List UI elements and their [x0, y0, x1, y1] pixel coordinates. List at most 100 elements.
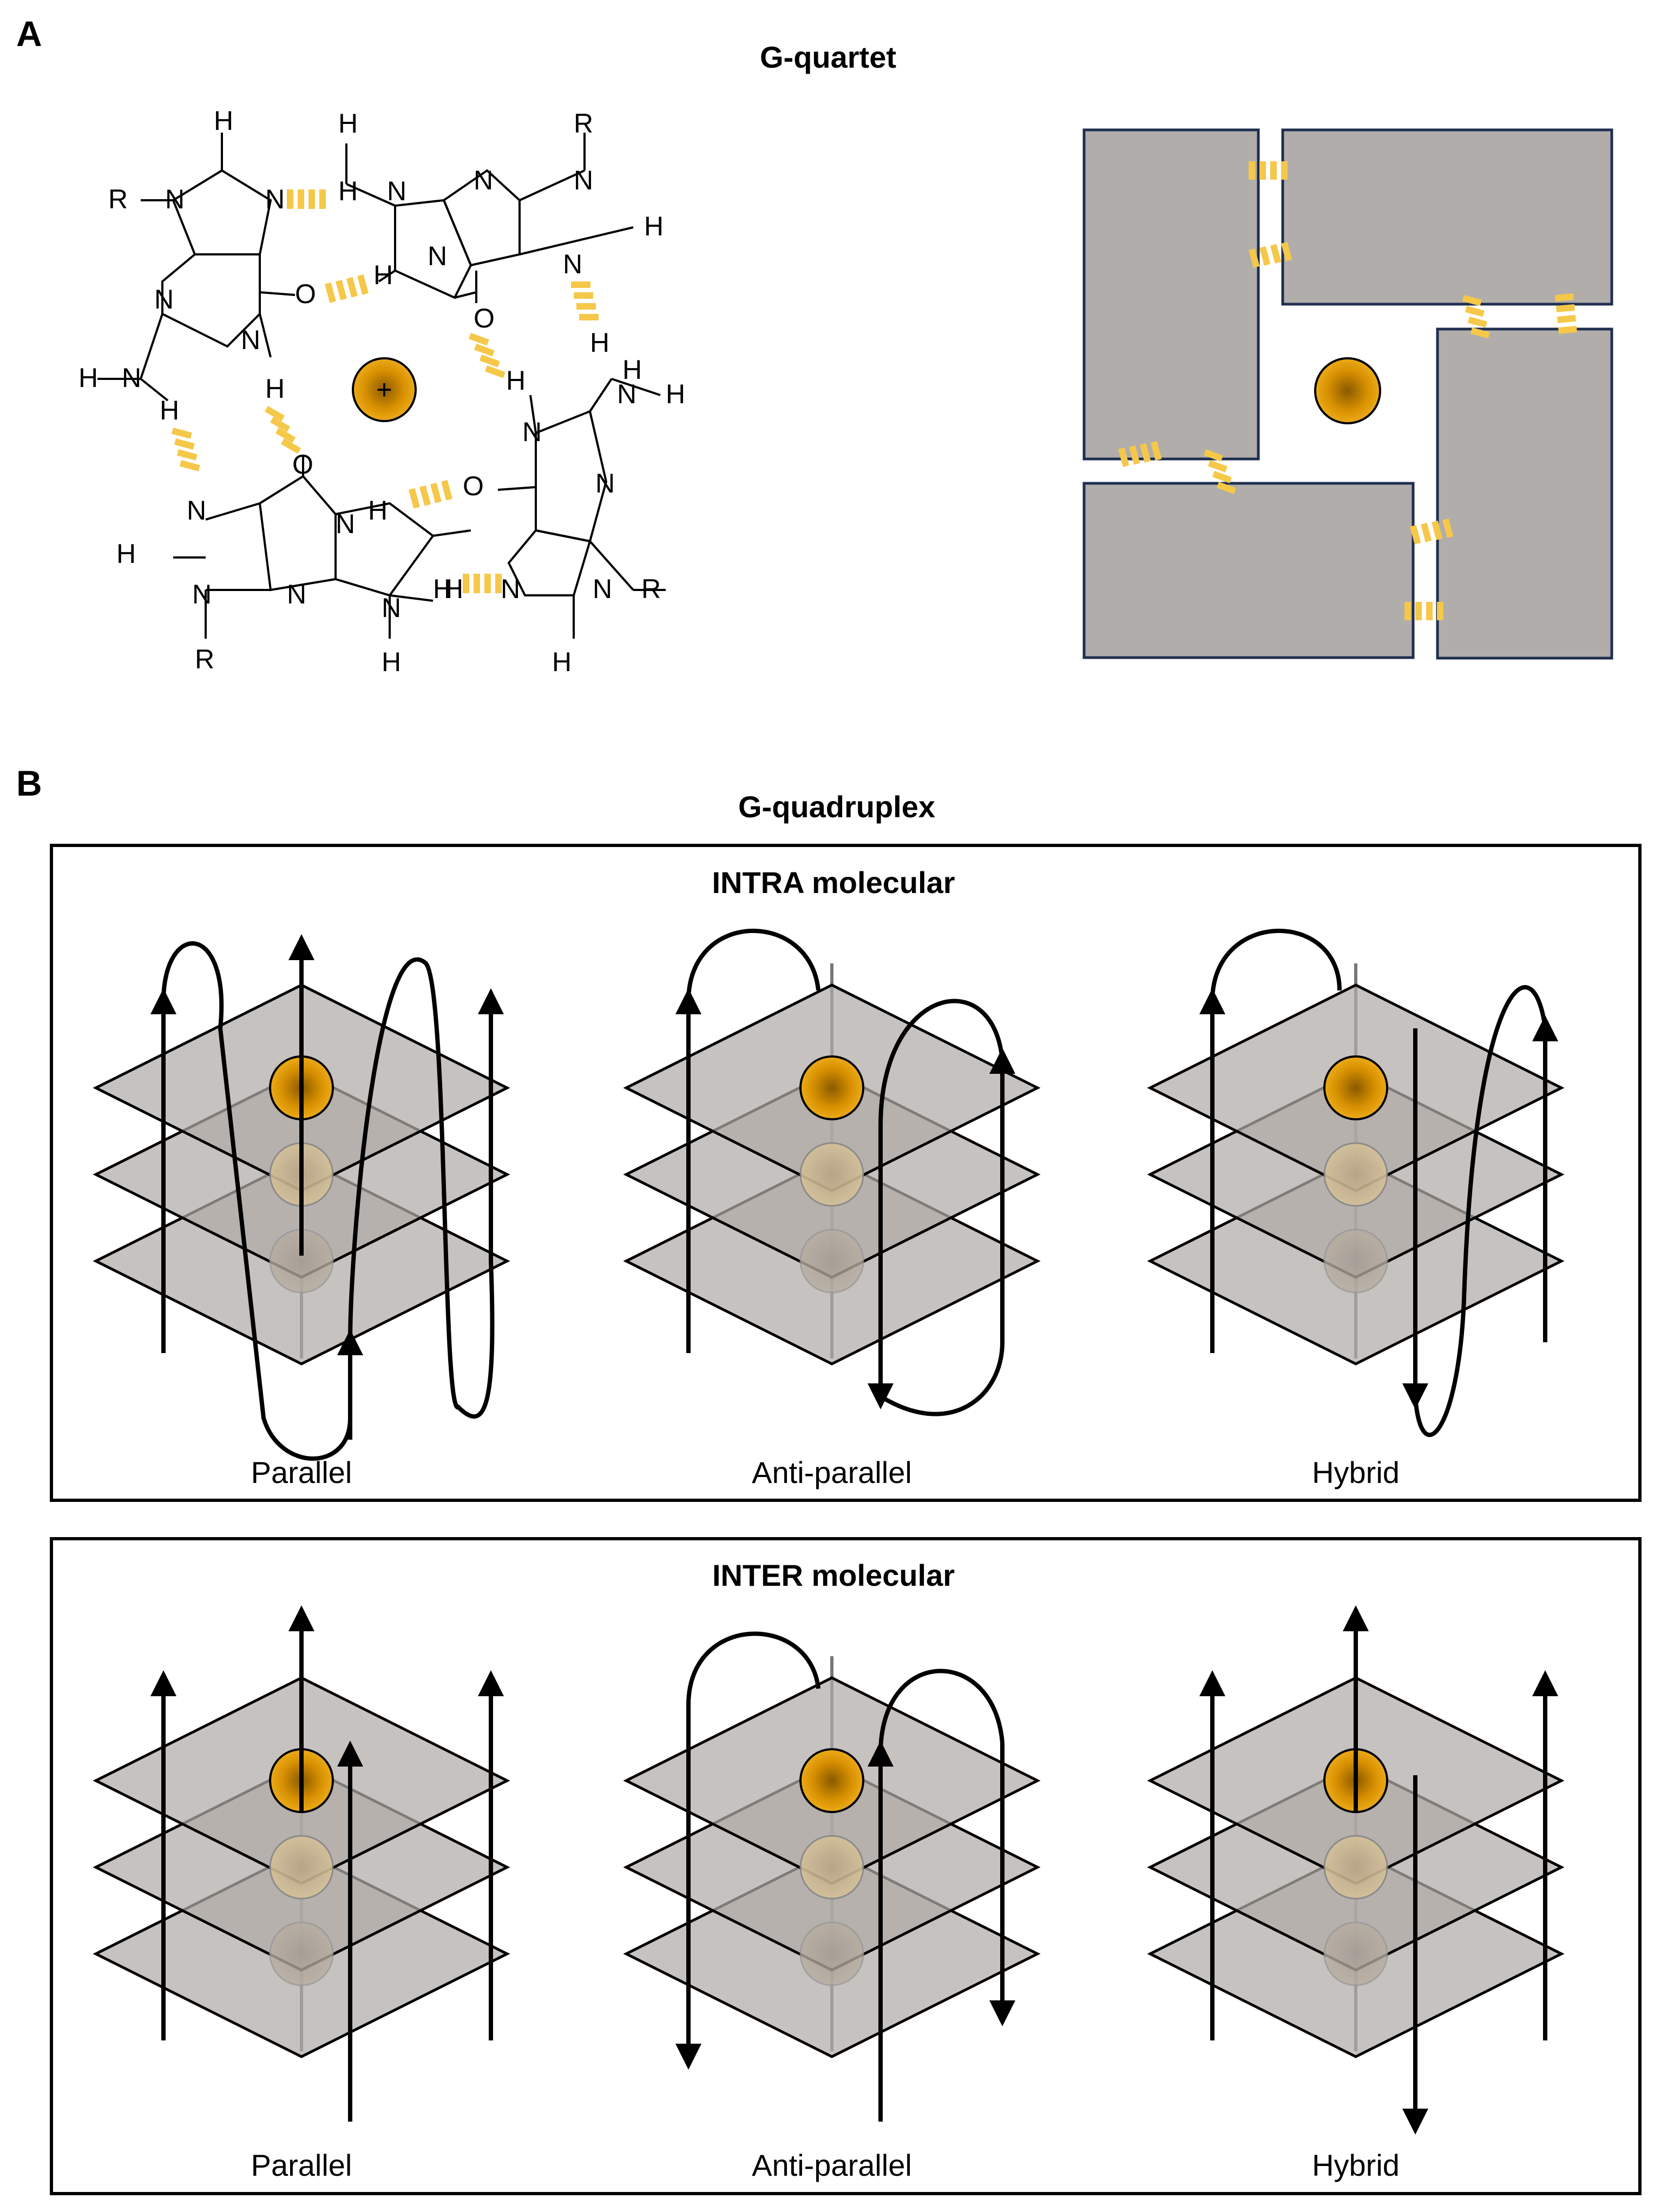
guanine-block	[1082, 128, 1260, 461]
atom-h: H	[78, 363, 98, 393]
atom-h: H	[506, 365, 526, 396]
atom-h: H	[444, 574, 463, 604]
quadruplex-stack	[623, 963, 1041, 1366]
cation	[1323, 1055, 1388, 1120]
cation-faint	[1323, 1229, 1388, 1294]
connecting-loop	[879, 1342, 1005, 1416]
connecting-loop	[161, 941, 352, 1461]
atom-h: H	[666, 379, 685, 409]
cation-chem: +	[352, 357, 417, 422]
panel-a-title: G-quartet	[760, 40, 896, 74]
quadruplex-stacks	[93, 929, 1565, 2135]
cation-faint	[1323, 1142, 1388, 1207]
atom-h: H	[433, 574, 452, 604]
atom-h: H	[382, 647, 401, 677]
atom-r: R	[574, 108, 593, 139]
atom-o: O	[463, 471, 484, 501]
atom-n: N	[593, 574, 612, 604]
intra-label-hybrid: Hybrid	[1312, 1455, 1400, 1489]
atom-r: R	[195, 644, 214, 674]
cation-schematic	[1314, 357, 1381, 424]
cation-faint	[1323, 1921, 1388, 1986]
connecting-loop	[686, 929, 820, 1002]
atom-h: H	[160, 395, 179, 425]
atom-n: N	[595, 468, 615, 498]
connecting-loop	[348, 957, 495, 1419]
atom-h: H	[368, 495, 388, 526]
atom-n: N	[501, 574, 520, 604]
connecting-loop	[686, 1631, 820, 1705]
atom-h: H	[116, 539, 136, 569]
connecting-loop	[878, 1669, 1005, 1754]
atom-h: H	[214, 106, 233, 136]
quadruplex-stack	[1147, 963, 1565, 1366]
guanine-block	[1436, 327, 1613, 660]
cation-faint	[799, 1921, 864, 1986]
hydrogen-bonds	[171, 189, 599, 593]
atom-labels: H R N N N O N H N H H H H N N R N H H N …	[78, 106, 685, 677]
cation-faint	[799, 1142, 864, 1207]
atom-o: O	[474, 303, 495, 333]
atom-n: N	[336, 509, 355, 539]
cation-faint	[799, 1835, 864, 1900]
atom-r: R	[641, 574, 661, 604]
cation-faint	[269, 1921, 334, 1986]
atom-h: H	[373, 260, 393, 290]
atom-n: N	[287, 579, 306, 609]
atom-n: N	[617, 379, 636, 409]
panel-b-title: G-quadruplex	[738, 790, 935, 824]
inter-molecular-title: INTER molecular	[712, 1558, 955, 1592]
inter-label-parallel: Parallel	[251, 2148, 352, 2182]
atom-n: N	[382, 593, 401, 623]
atom-n: N	[187, 495, 206, 526]
atom-h: H	[338, 108, 358, 139]
panel-a-letter: A	[16, 14, 42, 54]
atom-h: H	[552, 647, 572, 677]
atom-h: H	[338, 176, 358, 206]
atom-n: N	[192, 579, 212, 609]
quadruplex-stack	[623, 1656, 1041, 2058]
cation-faint	[1323, 1835, 1388, 1900]
cation	[799, 1055, 864, 1120]
atom-o: O	[292, 449, 313, 480]
atom-n: N	[428, 241, 447, 271]
hbond-dashes	[171, 189, 599, 593]
guanine-block	[1281, 128, 1613, 306]
atom-n: N	[165, 184, 185, 214]
quadruplex-stack	[1147, 1656, 1565, 2058]
atom-n: N	[154, 284, 174, 314]
cation	[799, 1748, 864, 1813]
cation-faint	[799, 1229, 864, 1294]
guanine-block	[1082, 482, 1415, 659]
hbond-dashes	[1118, 161, 1577, 620]
inter-molecular-box	[50, 1537, 1642, 2195]
atom-n: N	[563, 249, 582, 279]
atom-n: N	[122, 363, 141, 393]
panel-b-letter: B	[16, 763, 42, 803]
inter-label-anti-parallel: Anti-parallel	[752, 2148, 912, 2182]
atom-h: H	[622, 355, 642, 385]
atom-n: N	[574, 165, 593, 195]
atom-o: O	[295, 279, 316, 309]
atom-n: N	[474, 165, 493, 195]
atom-h: H	[590, 327, 609, 358]
intra-label-parallel: Parallel	[251, 1455, 352, 1489]
connecting-loop	[1413, 985, 1547, 1438]
cation-faint	[269, 1835, 334, 1900]
connecting-loop	[1210, 929, 1342, 1002]
connecting-loop	[878, 999, 1005, 1126]
g-quartet-chemical-structure	[97, 133, 666, 639]
atom-r: R	[108, 184, 128, 214]
atom-n: N	[387, 176, 406, 206]
intra-molecular-box	[50, 844, 1642, 1502]
intra-label-anti-parallel: Anti-parallel	[752, 1455, 912, 1489]
atom-n: N	[241, 325, 260, 355]
atom-n: N	[265, 184, 285, 214]
atom-n: N	[522, 417, 542, 447]
atom-h: H	[265, 373, 285, 404]
cation-plus-sign: +	[376, 375, 392, 405]
g-quartet-schematic	[1082, 128, 1613, 660]
inter-label-hybrid: Hybrid	[1312, 2148, 1400, 2182]
atom-h: H	[644, 211, 664, 241]
